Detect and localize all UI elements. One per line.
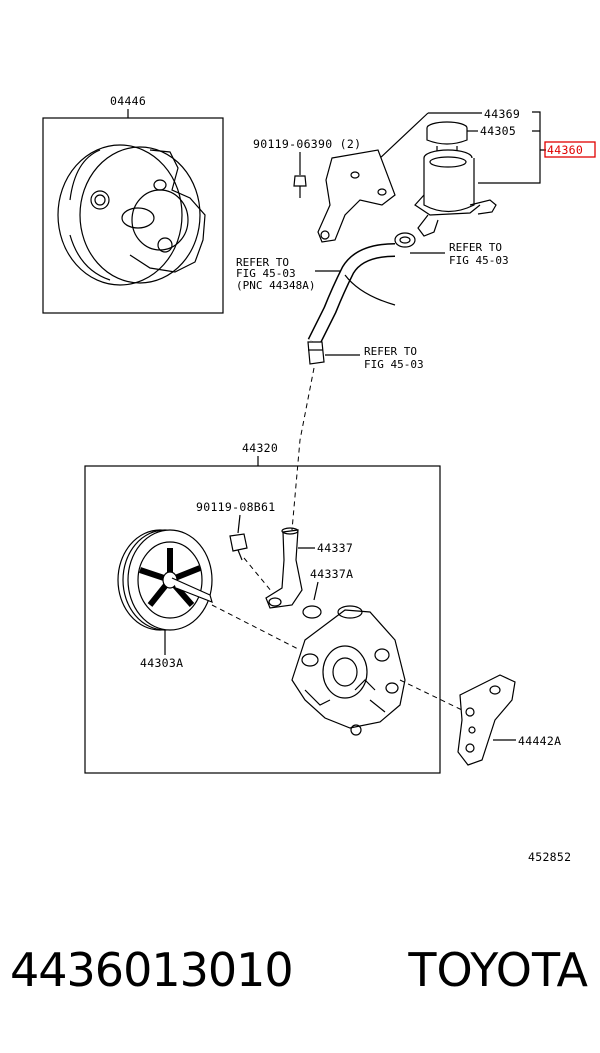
refer-clamp-line2[interactable]: FIG 45-03	[449, 254, 509, 267]
label-44442a[interactable]: 44442A	[518, 734, 561, 748]
label-44305[interactable]: 44305	[480, 124, 516, 138]
union-44337-drawing	[265, 527, 303, 609]
bracket-44442a-drawing	[457, 674, 516, 766]
label-44360[interactable]: 44360	[547, 143, 583, 157]
leader-44369-to-bracket	[377, 112, 429, 161]
leader-44337a	[313, 581, 319, 601]
seal-kit-drawing	[57, 144, 206, 286]
reservoir-bracket-drawing	[317, 149, 396, 243]
bolt-90119-08b61-drawing	[229, 533, 248, 561]
dash-pulley-to-pump	[211, 604, 301, 651]
bracket-44360	[478, 111, 546, 184]
dash-bolt-to-union	[243, 557, 273, 593]
refer-clamp-line1[interactable]: REFER TO	[449, 241, 502, 254]
oring-44337a-drawing	[302, 605, 322, 619]
label-04446[interactable]: 04446	[110, 94, 146, 108]
refer-hose-line2[interactable]: FIG 45-03	[236, 267, 296, 280]
refer-union-line2[interactable]: FIG 45-03	[364, 358, 424, 371]
label-90119-08b61[interactable]: 90119-08B61	[196, 500, 275, 514]
part-number: 4436013010	[10, 943, 294, 997]
leader-90119-08b61	[237, 514, 241, 534]
label-44369[interactable]: 44369	[484, 107, 520, 121]
kit-box	[42, 117, 224, 314]
label-44337a[interactable]: 44337A	[310, 567, 353, 581]
footer: 4436013010 TOYOTA	[0, 930, 600, 1020]
parts-diagram: 04446 44369 44305 44360 90119-06390 (2)	[42, 94, 596, 864]
reservoir-drawing	[414, 121, 497, 237]
label-44320[interactable]: 44320	[242, 441, 278, 455]
highlight-box-44360	[544, 141, 596, 158]
union-drawing	[307, 341, 325, 365]
refer-hose-line3[interactable]: (PNC 44348A)	[236, 279, 315, 292]
return-hose-drawing	[307, 243, 396, 346]
label-44303a[interactable]: 44303A	[140, 656, 183, 670]
clamp-drawing	[394, 232, 416, 248]
refer-union-line1[interactable]: REFER TO	[364, 345, 417, 358]
refer-hose-line1[interactable]: REFER TO	[236, 256, 289, 269]
dash-union-to-pump	[291, 367, 315, 531]
assembly-box	[84, 465, 441, 774]
label-90119-06390[interactable]: 90119-06390 (2)	[253, 137, 361, 151]
pulley-drawing	[117, 529, 213, 631]
brand-name: TOYOTA	[408, 943, 588, 997]
pump-body-drawing	[291, 605, 406, 736]
dash-pump-to-bracket	[399, 679, 463, 711]
label-44337[interactable]: 44337	[317, 541, 353, 555]
illustration-number: 452852	[528, 850, 571, 864]
bolt-90119-06390-drawing	[293, 175, 307, 198]
